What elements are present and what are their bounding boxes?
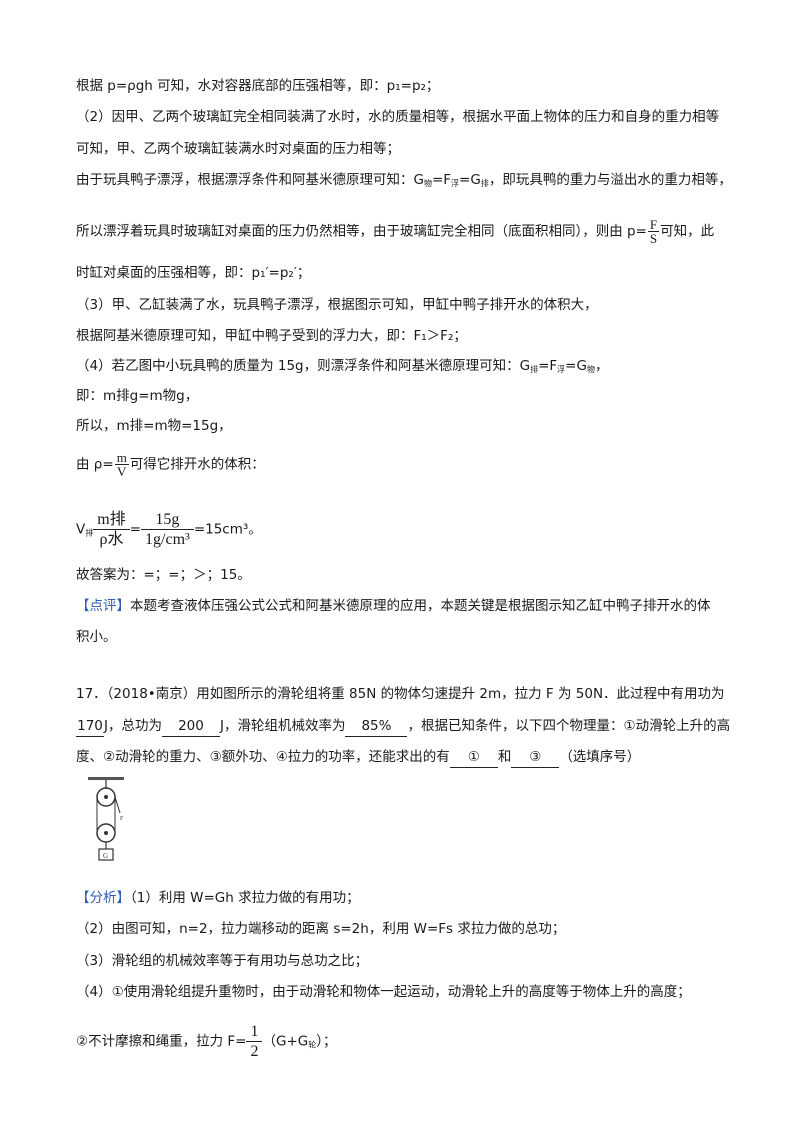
answer-blank: 200 (161, 716, 220, 737)
answer-blank: 170 (76, 716, 104, 737)
text-span: 本题考查液体压强公式公式和阿基米德原理的应用，本题关键是根据图示知乙缸中鸭子排开… (130, 598, 711, 614)
answer-blank: 85% (345, 716, 408, 737)
text-span: ，根据已知条件，以下四个物理量：①动滑轮上升的高 (407, 718, 731, 734)
text-line: 由于玩具鸭子漂浮，根据漂浮条件和阿基米德原理可知：G物=F浮=G排，即玩具鸭的重… (76, 170, 732, 194)
text-span: （选填序号） (559, 749, 641, 765)
text-line: （4）若乙图中小玩具鸭的质量为 15g，则漂浮条件和阿基米德原理可知：G排=F浮… (76, 358, 609, 374)
review-tag: 【点评】 (76, 598, 130, 614)
answer-blank: ① (449, 747, 498, 768)
text-line: 根据 p=ρgh 可知，水对容器底部的压强相等，即：p₁=p₂； (76, 78, 440, 94)
text-span: 由 ρ= (76, 456, 114, 473)
text-span: J，滑轮组机械效率为 (219, 718, 346, 734)
denominator: S (649, 231, 658, 246)
text-span: ）； (316, 1033, 337, 1050)
text-line: 故答案为：=；=；＞；15。 (76, 567, 251, 583)
text-line: 可知，甲、乙两个玻璃缸装满水时对桌面的压力相等； (76, 141, 400, 157)
text-span: 度、②动滑轮的重力、③额外功、④拉力的功率，还能求出的有 (76, 749, 450, 765)
text-span: =15cm³。 (193, 521, 262, 538)
text-span: =G (459, 172, 481, 188)
force-label: F (120, 816, 124, 822)
text-span: 可得它排开水的体积： (129, 456, 265, 473)
text-span: 可知，此 (660, 223, 715, 240)
text-line: 所以漂浮着玩具时玻璃缸对桌面的压力仍然相等，由于玻璃缸完全相同（底面积相同），则… (76, 218, 714, 245)
denominator: V (117, 464, 127, 479)
text-line: 即：m排g=m物g， (76, 388, 199, 404)
text-span: V (76, 521, 86, 538)
numerator: m (114, 450, 129, 465)
text-span: 所以漂浮着玩具时玻璃缸对桌面的压力仍然相等，由于玻璃缸完全相同（底面积相同），则… (76, 223, 647, 240)
subscript: 排 (530, 365, 539, 374)
subscript: 浮 (557, 365, 566, 374)
numerator: m排 (93, 510, 130, 530)
denominator: 2 (250, 1043, 259, 1060)
text-span: （G+G (262, 1033, 309, 1050)
text-line: （4）①使用滑轮组提升重物时，由于动滑轮和物体一起运动，动滑轮上升的高度等于物体… (76, 984, 691, 1000)
subscript: 浮 (451, 179, 460, 188)
text-span: （1）利用 W=Gh 求拉力做的有用功； (130, 890, 360, 906)
text-line: （2）因甲、乙两个玻璃缸完全相同装满了水时，水的质量相等，根据水平面上物体的压力… (76, 109, 720, 125)
numerator: 1 (246, 1022, 263, 1042)
text-line: 【点评】本题考查液体压强公式公式和阿基米德原理的应用，本题关键是根据图示知乙缸中… (76, 596, 711, 616)
text-span: = (129, 521, 142, 538)
question-17: 17．（2018•南京）用如图所示的滑轮组将重 85N 的物体匀速提升 2m，拉… (76, 686, 725, 702)
ceiling-bar (88, 777, 124, 780)
text-line: 所以，m排=m物=15g， (76, 418, 232, 434)
numerator: F (647, 217, 660, 232)
text-line: （2）由图可知，n=2，拉力端移动的距离 s=2h，利用 W=Fs 求拉力做的总… (76, 921, 566, 937)
text-span: ②不计摩擦和绳重，拉力 F= (76, 1033, 247, 1050)
text-line: （3）滑轮组的机械效率等于有用功与总功之比； (76, 953, 369, 969)
subscript: 物 (423, 179, 432, 188)
text-span: =F (431, 172, 452, 188)
denominator: 1g/cm³ (145, 531, 190, 548)
pulley-figure: F G (88, 777, 124, 861)
numerator: 15g (141, 510, 194, 530)
denominator: ρ水 (99, 531, 124, 548)
weight-block (98, 848, 114, 861)
weight-label: G (103, 852, 108, 860)
text-span: 和 (497, 749, 512, 765)
subscript: 排 (85, 528, 94, 538)
subscript: 轮 (308, 1040, 317, 1050)
text-span: =F (538, 358, 558, 374)
analysis-tag: 【分析】 (76, 890, 130, 906)
text-line: （3）甲、乙缸装满了水，玩具鸭子漂浮，根据图示可知，甲缸中鸭子排开水的体积大， (76, 297, 598, 313)
text-line: 时缸对桌面的压强相等，即：p₁′=p₂′； (76, 265, 311, 281)
text-span: （4）若乙图中小玩具鸭的质量为 15g，则漂浮条件和阿基米德原理可知：G (76, 358, 531, 374)
answer-blank: ③ (511, 747, 560, 768)
text-span: ，即玩具鸭的重力与溢出水的重力相等， (488, 172, 732, 188)
text-span: =G (565, 358, 587, 374)
text-line: 根据阿基米德原理可知，甲缸中鸭子受到的浮力大，即：F₁＞F₂； (76, 328, 467, 344)
text-span: J，总功为 (104, 718, 162, 734)
text-line: 积小。 (76, 629, 117, 645)
subscript: 物 (586, 365, 595, 374)
text-span: 由于玩具鸭子漂浮，根据漂浮条件和阿基米德原理可知：G (76, 172, 424, 188)
text-line: 【分析】（1）利用 W=Gh 求拉力做的有用功； (76, 888, 360, 908)
subscript: 排 (480, 179, 489, 188)
